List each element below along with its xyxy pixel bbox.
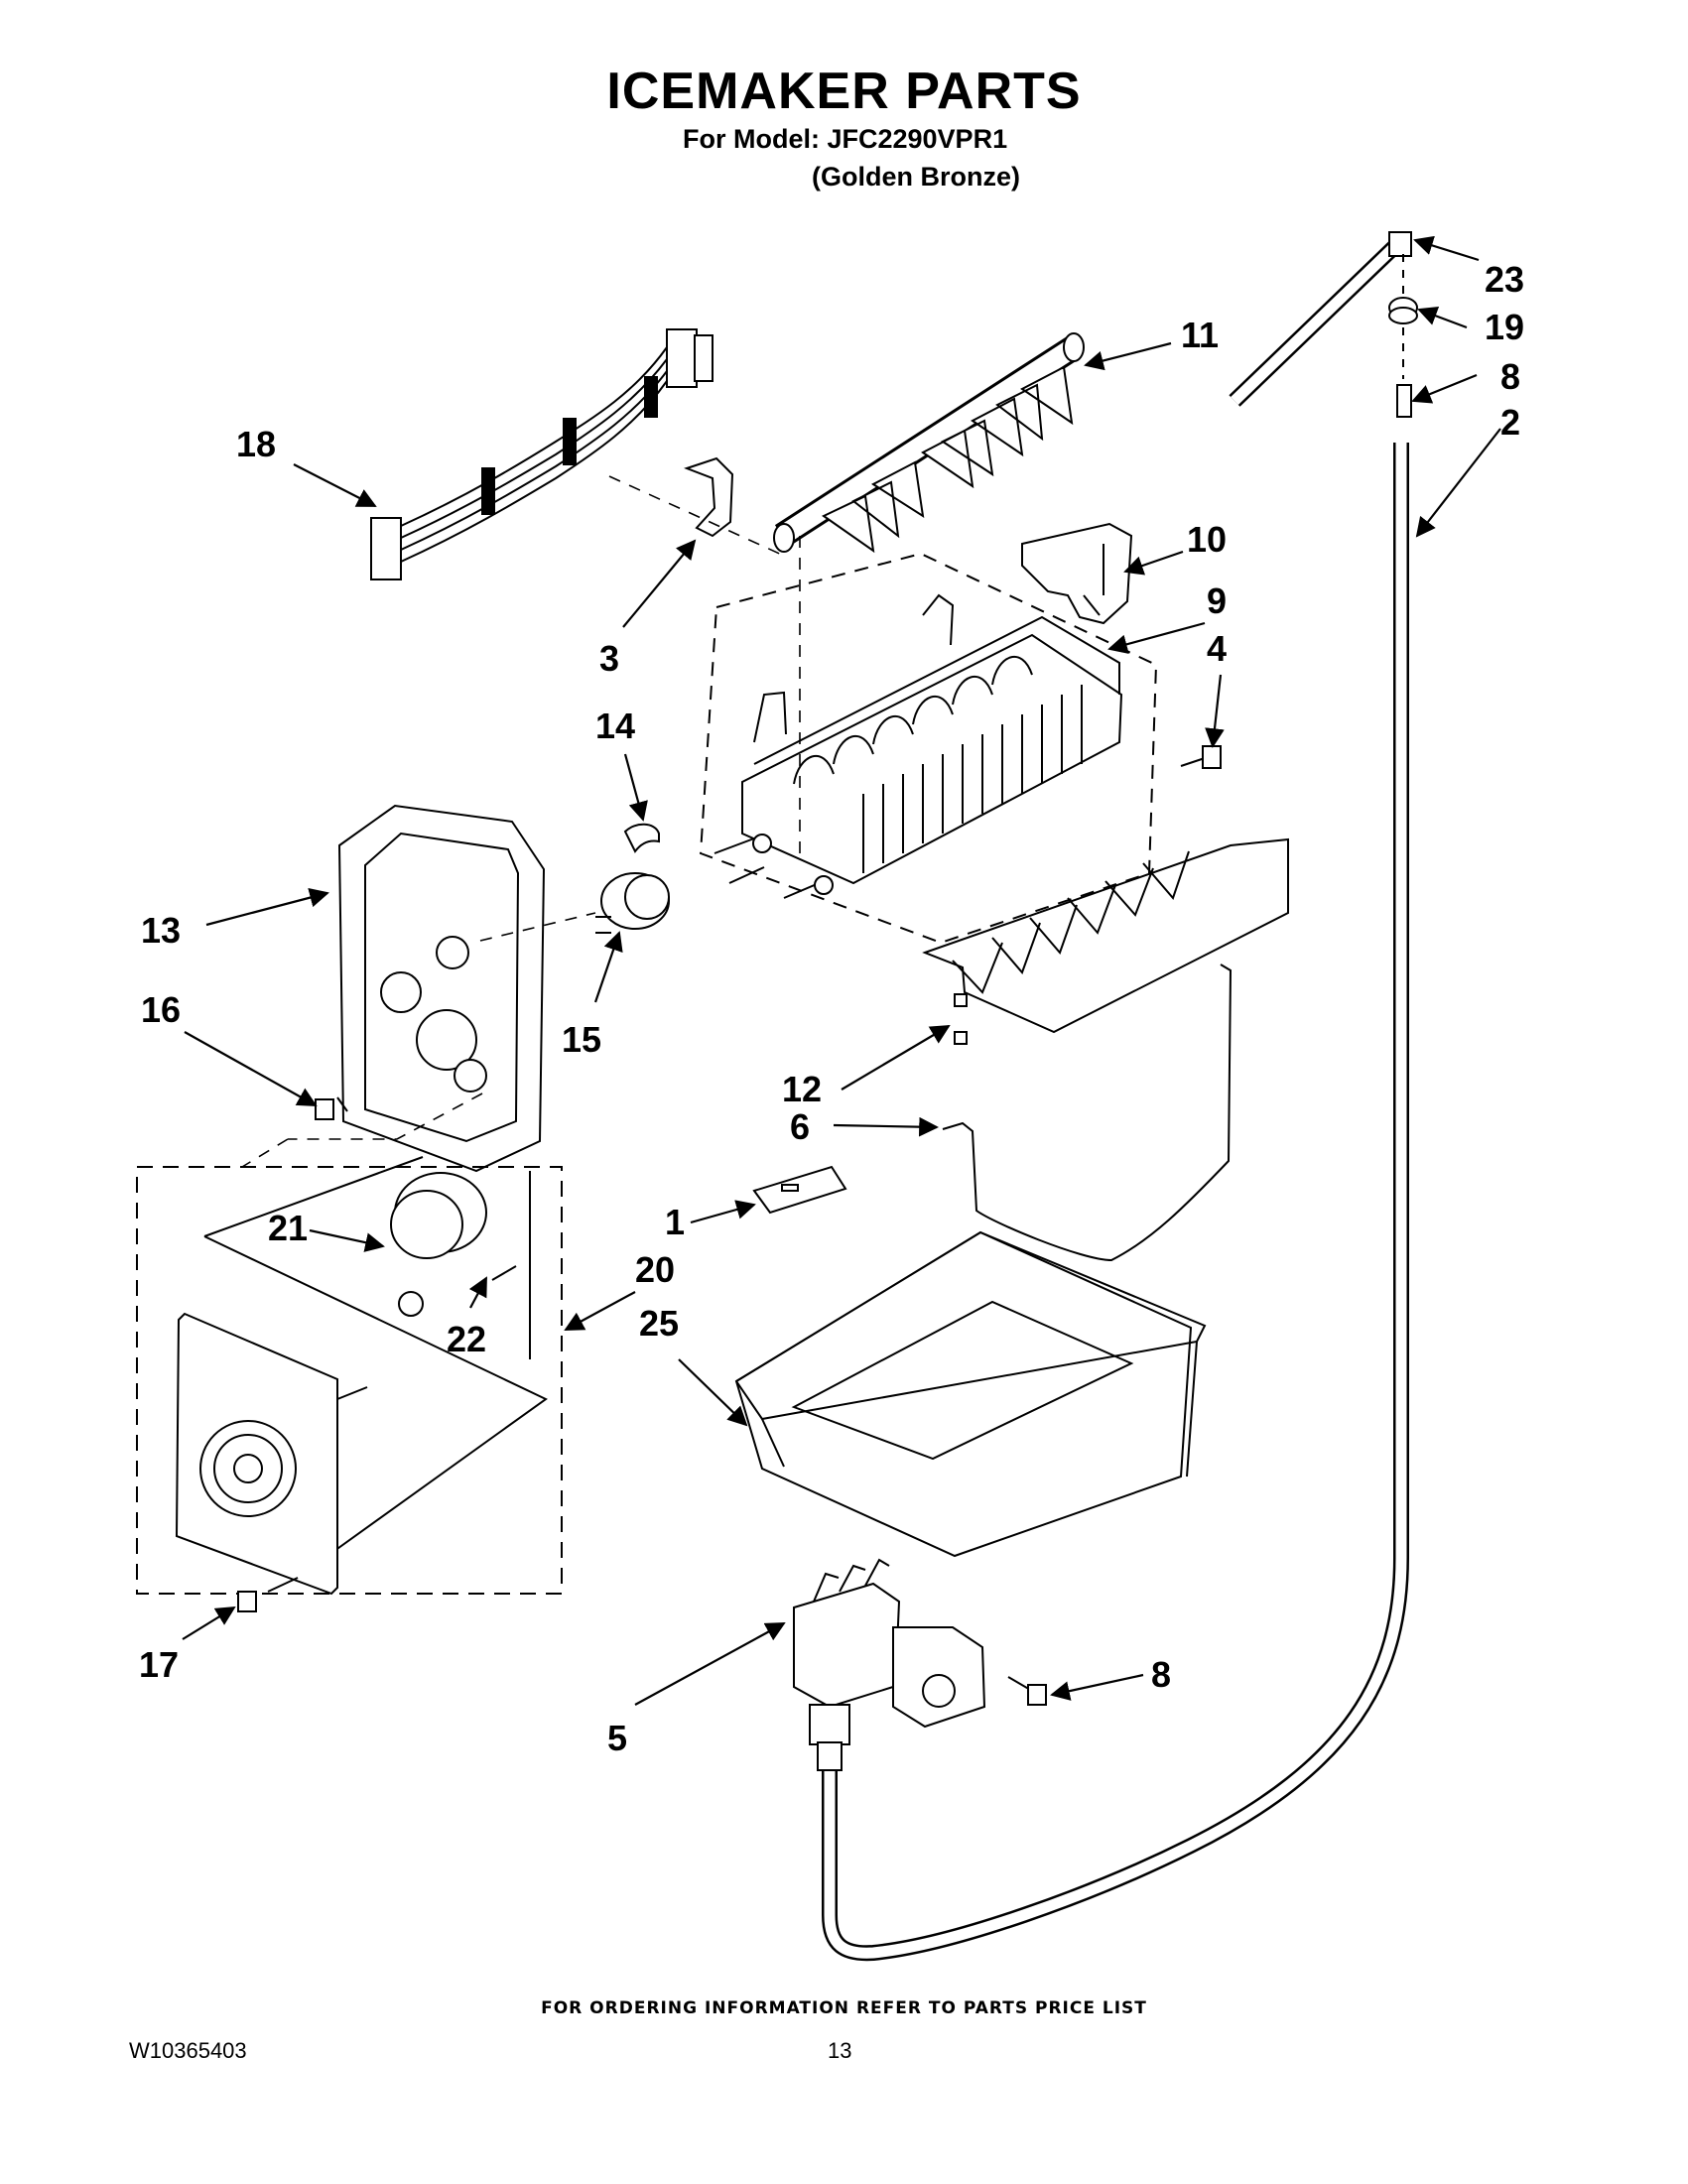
model-line: For Model: JFC2290VPR1 [683,124,1008,154]
leader-9 [1107,621,1206,654]
leader-21 [309,1228,385,1252]
clip-part-3 [684,456,734,538]
leader-16 [184,1031,318,1106]
callout-22: 22 [447,1319,486,1359]
page-title: ICEMAKER PARTS [606,63,1082,120]
document-number: W10365403 [129,2038,247,2063]
callout-6: 6 [790,1106,810,1147]
callout-15: 15 [562,1019,601,1060]
leader-6 [833,1116,939,1137]
leader-8-upper [1411,373,1478,404]
motor-assembly-box-part-20 [136,1166,563,1595]
fill-cup-part-23 [1388,231,1412,257]
gear-plate-part-20 [175,1312,368,1596]
callout-18: 18 [236,424,276,464]
callout-19: 19 [1485,307,1524,347]
callout-4: 4 [1207,628,1227,669]
label-part-1 [752,1165,847,1215]
leader-14 [623,753,648,822]
leader-20 [564,1291,636,1331]
leader-15 [593,931,623,1003]
ice-bin-part-25 [734,1230,1207,1558]
callout-25: 25 [639,1303,679,1344]
leader-13 [205,887,329,927]
leader-17 [182,1606,236,1640]
leader-25 [678,1358,748,1427]
motor-part-21 [390,1172,487,1317]
leader-8-lower [1050,1673,1144,1701]
callout-13: 13 [141,910,181,951]
callout-16: 16 [141,989,181,1030]
leader-10 [1123,550,1184,576]
housing-part-12 [922,837,1289,1045]
callout-8-upper: 8 [1500,356,1520,397]
screw-part-8-lower [1007,1676,1047,1706]
water-valve-part-5 [793,1558,986,1771]
screw-part-16 [315,1096,348,1120]
leader-4 [1205,674,1225,748]
leader-18 [293,463,377,507]
callout-17: 17 [139,1644,179,1685]
leader-3 [622,539,697,628]
ordering-note: FOR ORDERING INFORMATION REFER TO PARTS … [541,1998,1147,2018]
callout-12: 12 [782,1069,822,1109]
color-line: (Golden Bronze) [812,162,1020,192]
leader-1 [690,1200,756,1224]
callout-8-lower: 8 [1151,1654,1171,1695]
leader-2 [1415,428,1501,538]
callout-10: 10 [1187,519,1227,560]
callout-21: 21 [268,1208,308,1248]
callout-14: 14 [595,706,635,746]
leader-11 [1084,341,1172,371]
clip-part-14 [623,823,660,853]
ice-mold-part-9 [714,593,1123,899]
insert-part-8-upper [1396,384,1412,418]
leader-5 [634,1622,786,1706]
bail-arm-part-6 [942,964,1233,1262]
screw-part-17 [237,1577,299,1612]
leader-12 [841,1024,951,1091]
leader-22 [468,1276,487,1309]
page-number: 13 [828,2038,852,2063]
callout-11: 11 [1181,315,1219,355]
water-tube-part-2 [822,443,1409,1962]
leader-23 [1413,235,1480,262]
callout-23: 23 [1485,259,1524,300]
callout-1: 1 [665,1202,685,1242]
thermostat-part-15 [595,872,670,934]
control-housing-part-13 [337,804,546,1173]
leader-19 [1417,306,1468,329]
callout-3: 3 [599,638,619,679]
callout-2: 2 [1500,402,1520,443]
screw-part-4 [1180,745,1222,769]
callout-5: 5 [607,1718,627,1758]
ejector-part-11 [773,332,1085,554]
callout-20: 20 [635,1249,675,1290]
callout-9: 9 [1207,580,1227,621]
wire-harness-part-18 [370,328,714,580]
